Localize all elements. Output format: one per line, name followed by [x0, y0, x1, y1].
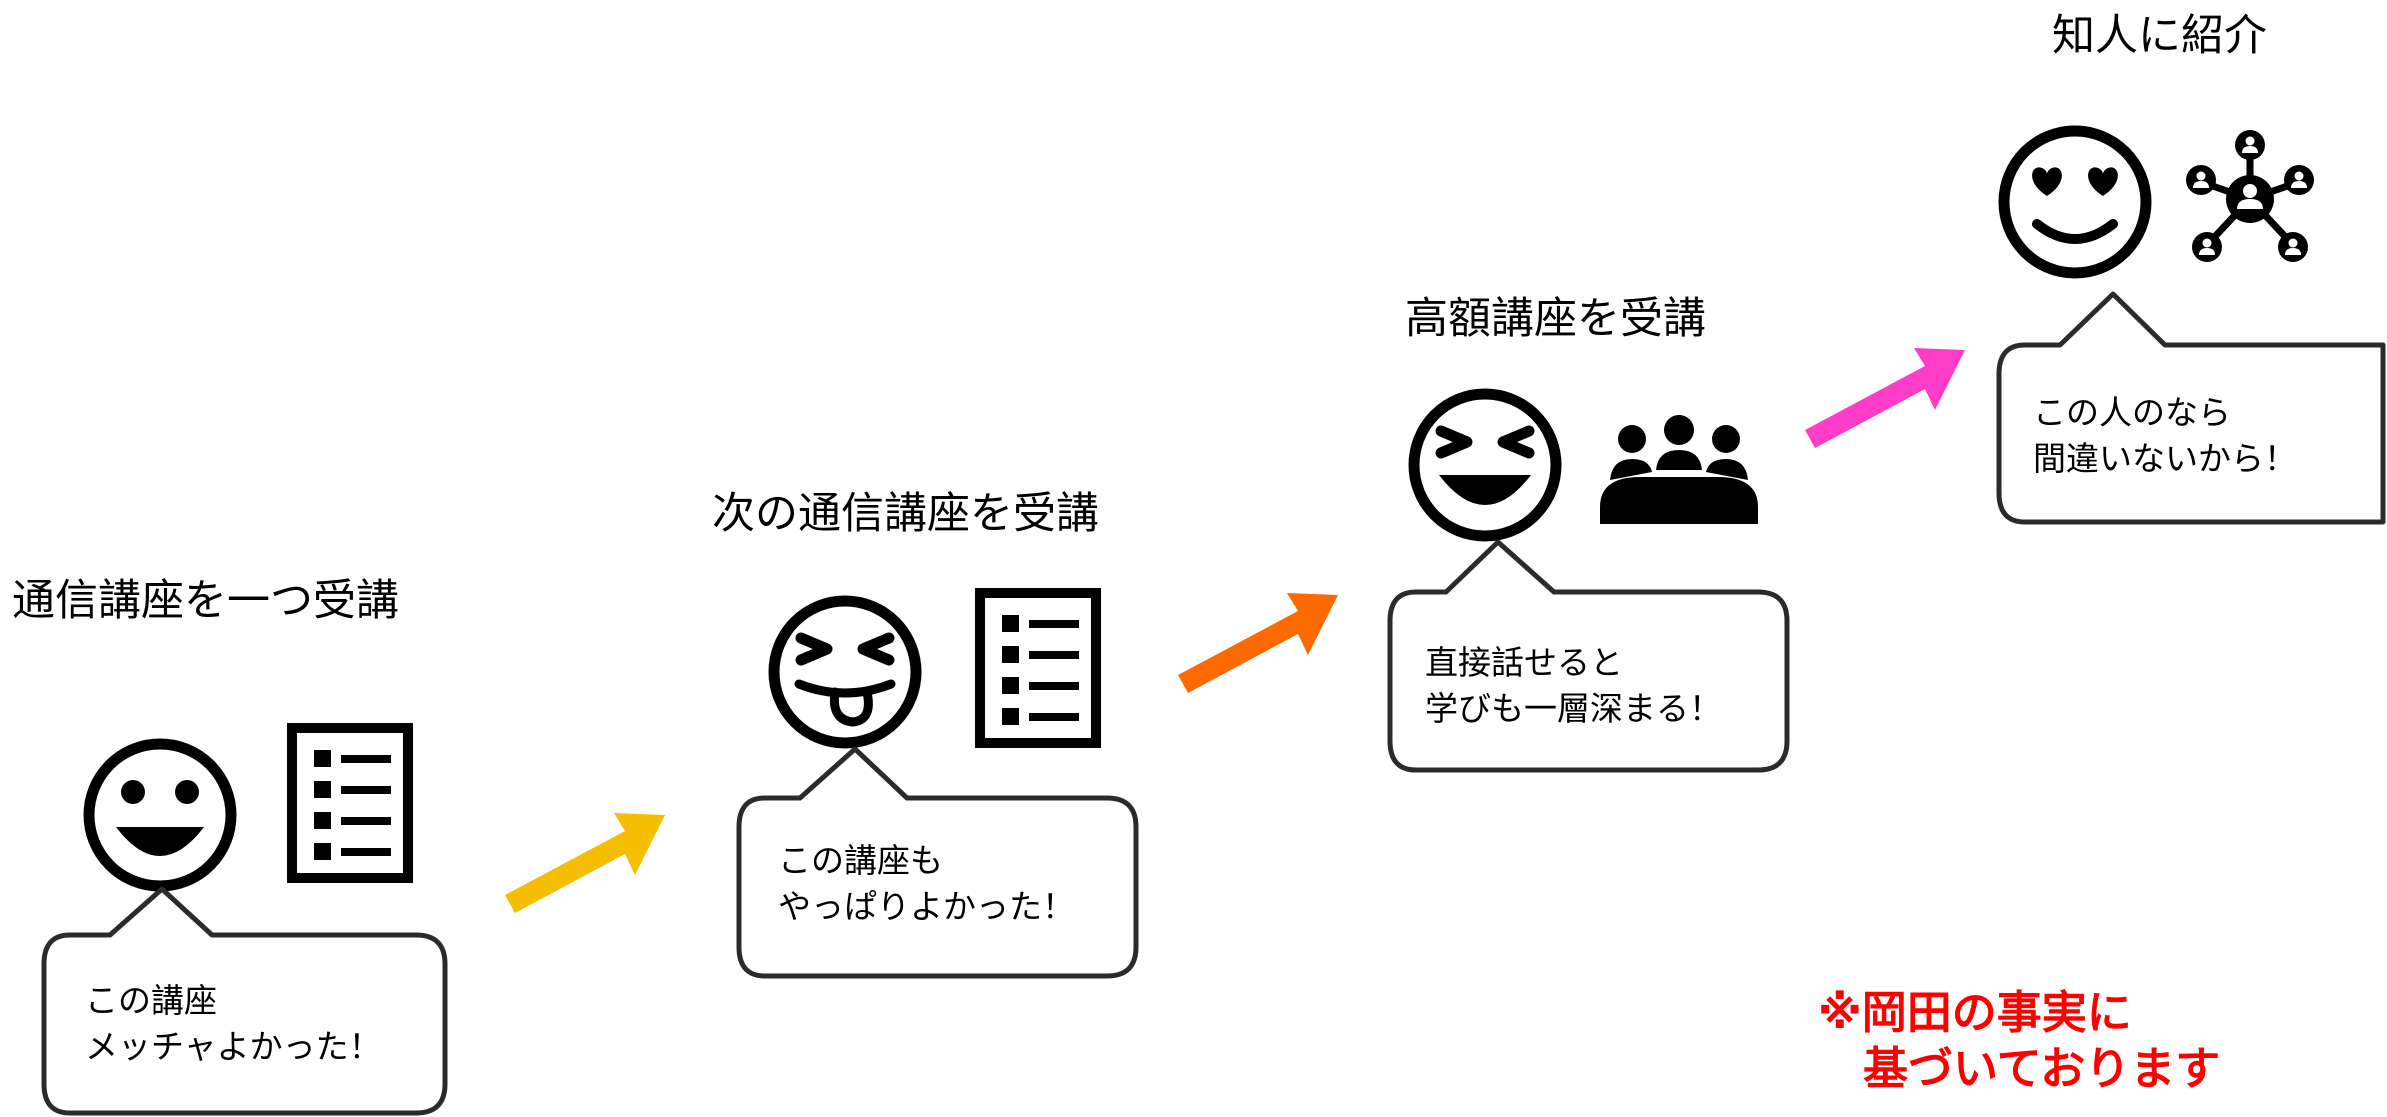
network-people-icon — [2186, 130, 2314, 262]
disclaimer-note: ※岡田の事実に 基づいております — [1818, 986, 2221, 1096]
stage-2-title: 次の通信講座を受講 — [712, 489, 1099, 539]
heart-eyes-face-icon — [1998, 125, 2152, 279]
progress-arrow-1 — [505, 813, 665, 913]
progress-arrow-3 — [1805, 348, 1965, 448]
speech-bubble-1 — [41, 886, 448, 1116]
smiling-face-icon — [83, 738, 237, 892]
document-list-icon — [287, 723, 413, 883]
progress-arrow-2 — [1178, 593, 1338, 693]
meeting-group-icon — [1600, 415, 1758, 524]
stage-1-title: 通信講座を一つ受講 — [12, 576, 399, 626]
speech-bubble-2-text: この講座も やっぱりよかった！ — [778, 841, 1075, 926]
squinting-tongue-face-icon — [768, 595, 922, 749]
laughing-face-icon — [1408, 388, 1562, 542]
speech-bubble-4 — [1996, 291, 2386, 525]
speech-bubble-3 — [1387, 539, 1790, 773]
speech-bubble-1-text: この講座 メッチャよかった！ — [85, 981, 382, 1066]
speech-bubble-3-text: 直接話せると 学びも一層深まる！ — [1425, 643, 1722, 728]
stage-3-title: 高額講座を受講 — [1405, 294, 1706, 344]
stage-4-title: 知人に紹介 — [2052, 11, 2267, 61]
speech-bubble-4-text: この人のなら 間違いないから！ — [2033, 393, 2297, 478]
speech-bubble-2 — [736, 746, 1139, 979]
document-list-icon — [975, 588, 1101, 748]
